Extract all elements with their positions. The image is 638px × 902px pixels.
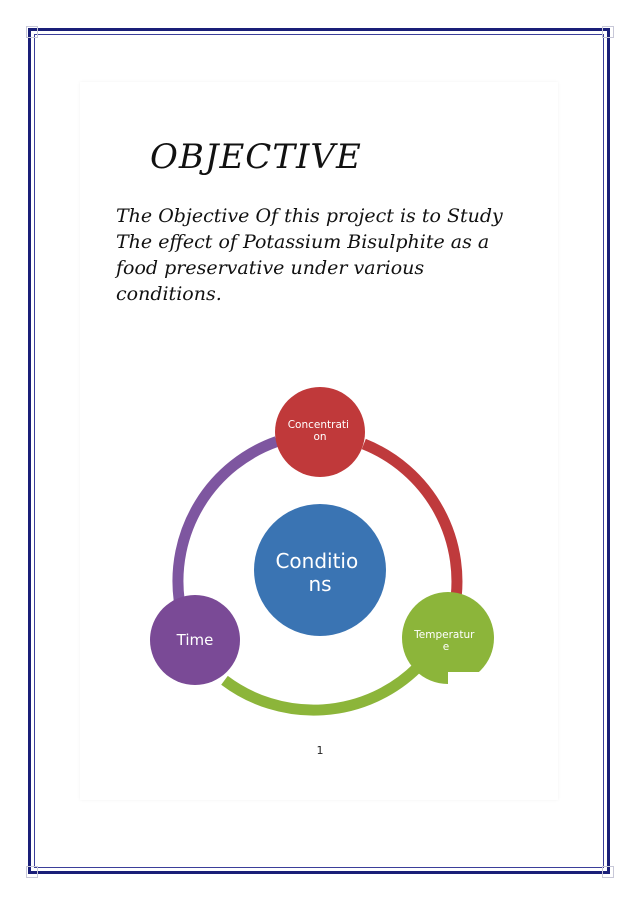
objective-paragraph: The Objective Of this project is to Stud…: [116, 203, 536, 307]
center-label: Conditio ns: [275, 549, 364, 596]
corner-mark-top-left: [26, 26, 38, 38]
node-concentration-label: Concentrati on: [288, 419, 353, 443]
arc-temperature-time: [221, 663, 422, 716]
corner-mark-bottom-right: [602, 866, 614, 878]
objective-line: The Objective Of this project is to Stud…: [116, 205, 503, 227]
node-temperature: [402, 592, 494, 684]
node-time-label: Time: [176, 631, 214, 649]
objective-line: The effect of Potassium Bisulphite as a: [116, 231, 490, 253]
arc-time-concentration: [172, 436, 279, 602]
node-time: [150, 595, 240, 685]
corner-mark-bottom-left: [26, 866, 38, 878]
corner-mark-top-right: [602, 26, 614, 38]
node-concentration: [275, 387, 365, 477]
node-temperature-label: Temperatur e: [413, 629, 478, 653]
objective-line: conditions.: [116, 283, 222, 305]
node-temperature-notch: [448, 672, 494, 692]
conditions-cycle-diagram: Conditio ns Concentrati on Temperatur e …: [150, 387, 494, 716]
arc-concentration-temperature: [361, 438, 463, 612]
page-border: [28, 28, 610, 874]
page-heading: OBJECTIVE: [150, 137, 362, 177]
center-circle: [254, 504, 386, 636]
page-number: 1: [316, 744, 324, 757]
objective-line: food preservative under various: [116, 257, 425, 279]
